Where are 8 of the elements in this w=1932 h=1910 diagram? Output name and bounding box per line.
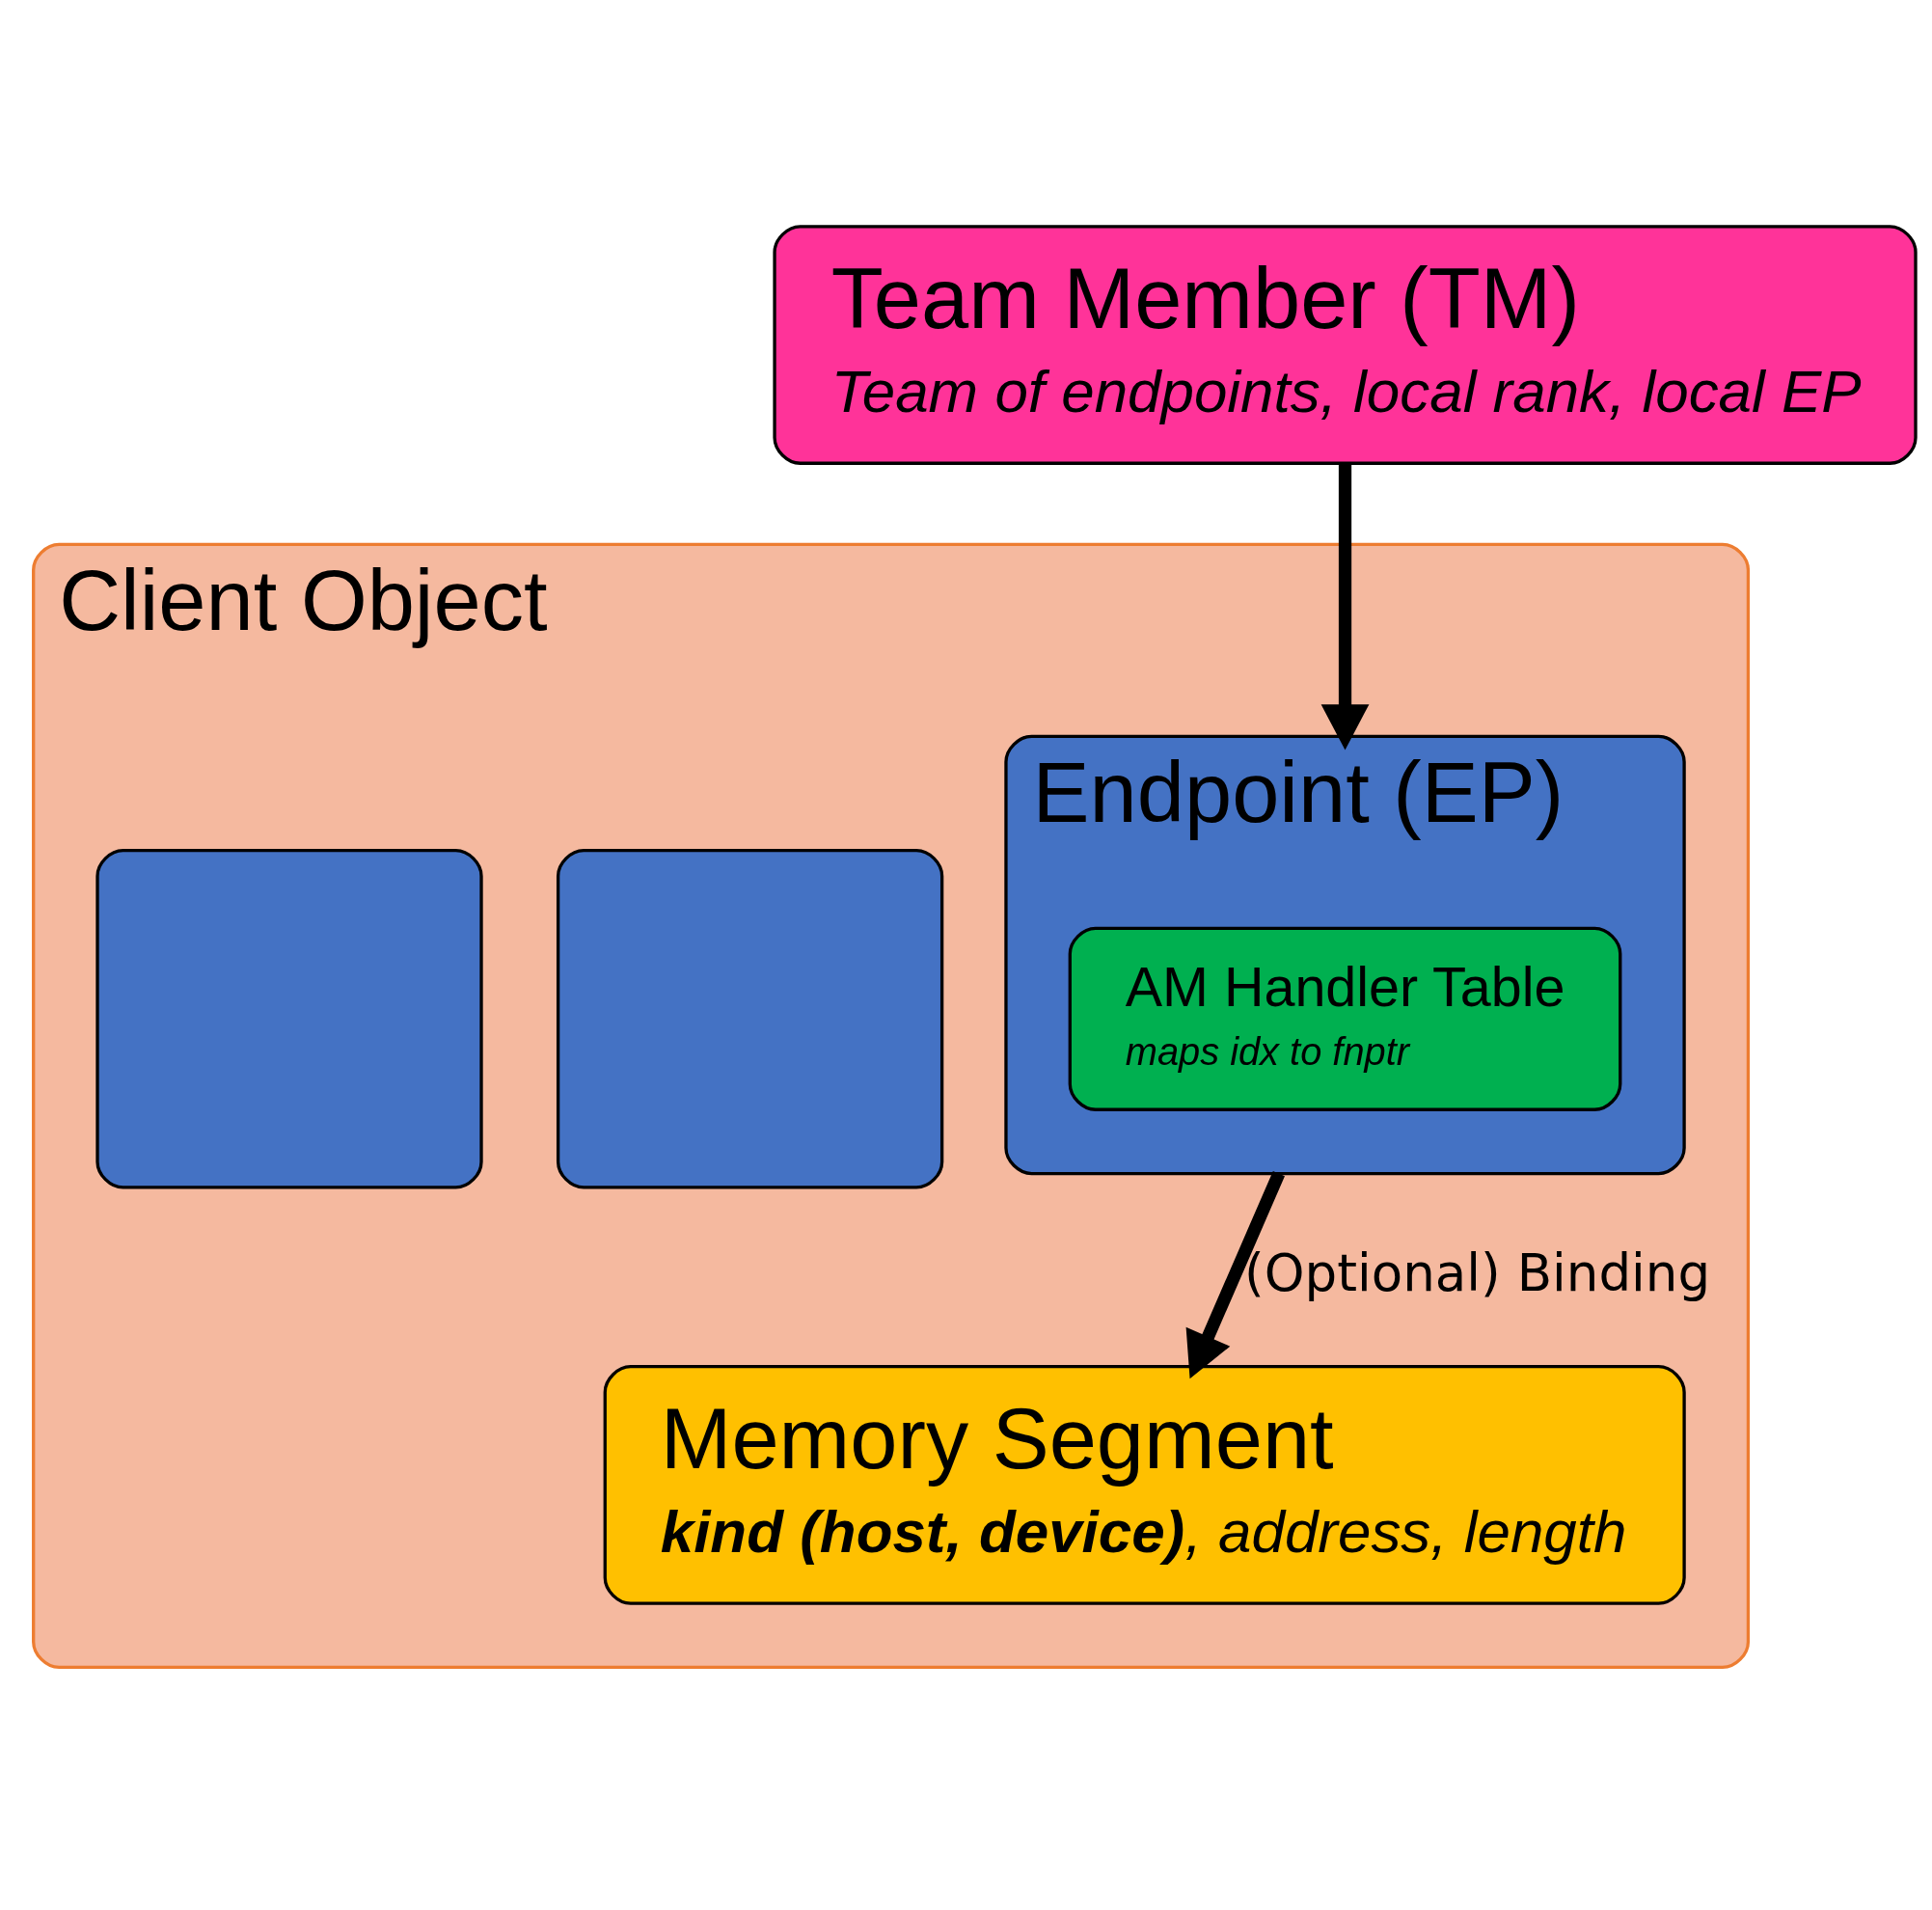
edge-label: (Optional) Binding	[1244, 1242, 1711, 1303]
arrow	[1320, 463, 1370, 750]
node-box	[95, 848, 483, 1189]
node-box: Team Member (TM) Team of endpoints, local rank, local EP	[773, 224, 1918, 465]
node-box: Memory Segment kind (host, device), address, length	[603, 1364, 1686, 1605]
node-box	[556, 848, 944, 1189]
node-box: AM Handler Table maps idx to fnptr	[1068, 926, 1622, 1111]
arrow	[1185, 1170, 1285, 1378]
